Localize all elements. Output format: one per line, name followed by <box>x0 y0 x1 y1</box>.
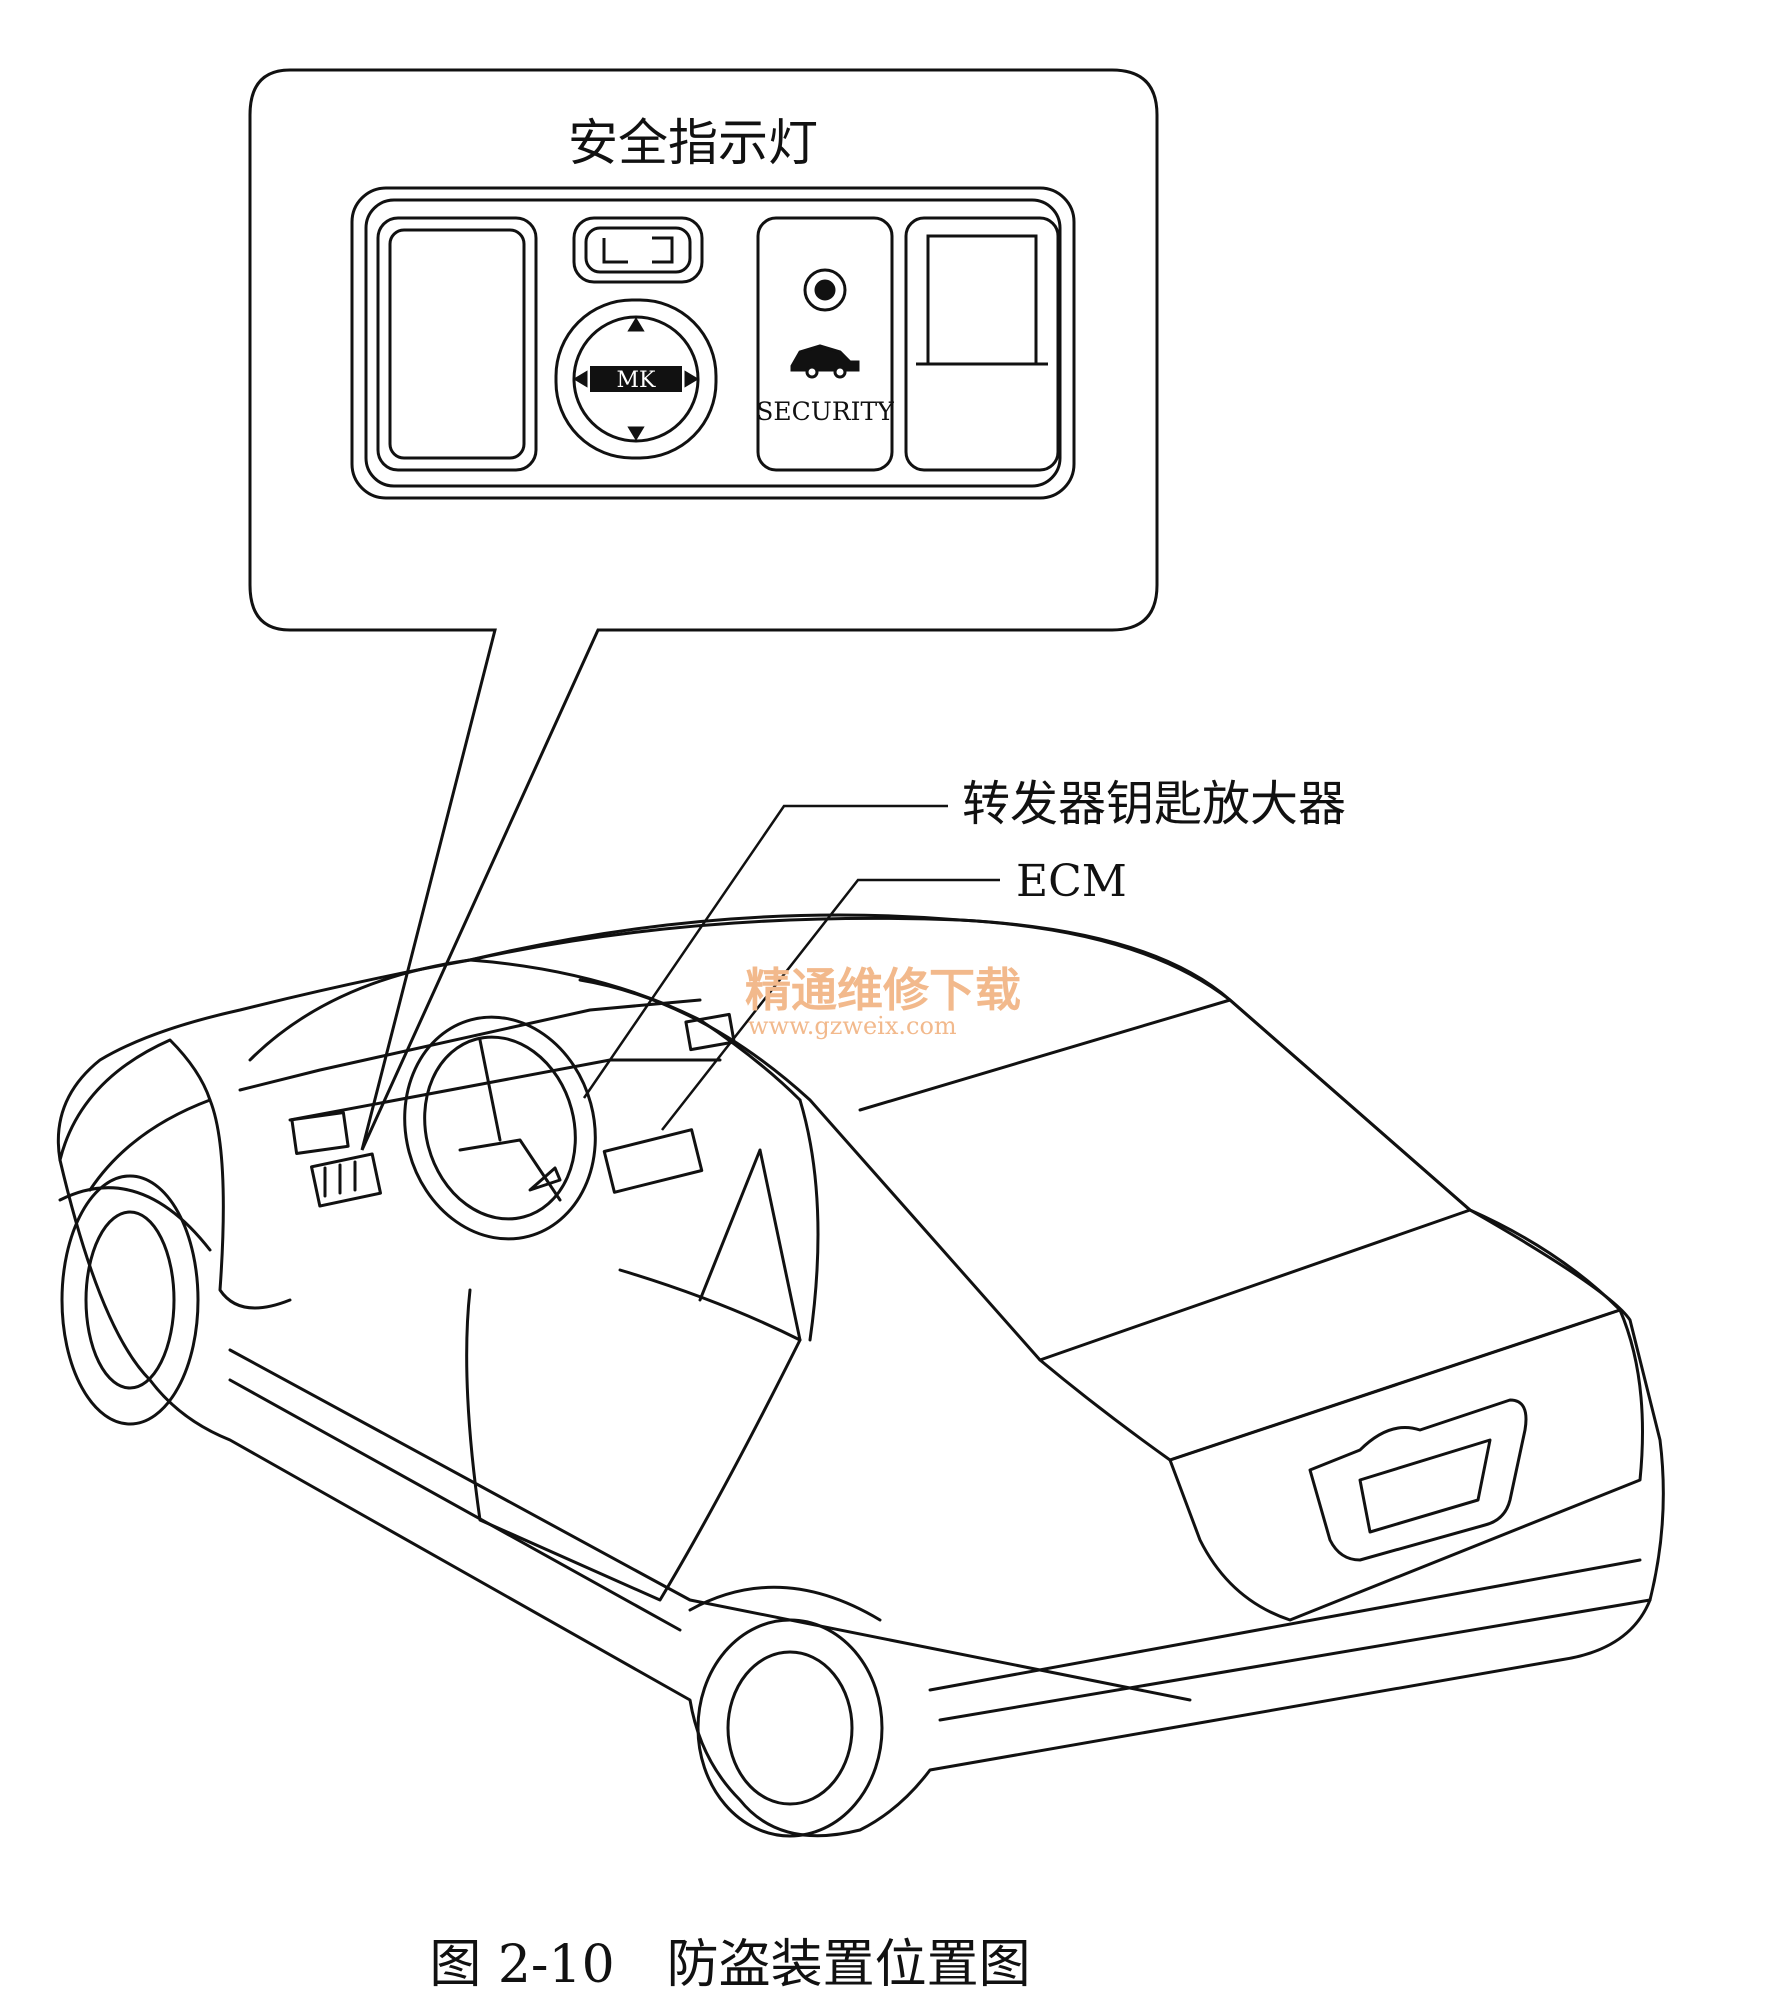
vent-right <box>684 1012 736 1052</box>
rear-bumper <box>928 1558 1652 1722</box>
car-illustration <box>56 913 1665 1838</box>
mirror-dial-label: MK <box>617 368 657 393</box>
watermark-url: www.gzweix.com <box>748 1012 957 1040</box>
front-wheel <box>58 1174 212 1426</box>
switch-panel: MK <box>350 186 1076 500</box>
center-console <box>602 1128 704 1194</box>
front-door <box>465 1268 802 1602</box>
indicator-callout <box>248 68 1159 1151</box>
mirror-select-switch <box>572 216 704 284</box>
hood <box>58 1038 212 1192</box>
door-window-frame <box>698 1148 802 1342</box>
license-plate <box>1358 1438 1492 1534</box>
rear-wheel <box>688 1585 884 1838</box>
watermark-text: 精通维修下载 <box>745 963 1021 1017</box>
callout-balloon <box>248 68 1159 1151</box>
security-led-icon <box>803 268 847 312</box>
transponder-leader <box>582 804 948 1099</box>
steering-wheel <box>403 1015 597 1241</box>
security-label: SECURITY <box>756 397 894 426</box>
front-fender <box>208 1098 292 1310</box>
ecm-leader <box>661 878 1000 1131</box>
ecm-label: ECM <box>1016 856 1127 907</box>
leader-lines <box>582 804 1000 1131</box>
transponder-label: 转发器钥匙放大器 <box>962 776 1346 832</box>
a-pillar <box>798 1098 820 1342</box>
instrument-switch-cluster <box>310 1152 382 1208</box>
ignition-key <box>528 1166 562 1192</box>
trunk-lid <box>1168 1308 1644 1622</box>
blank-switch-left <box>376 216 538 472</box>
figure-caption: 图 2-10 防盗装置位置图 <box>429 1935 1030 1995</box>
side-crease <box>228 1348 1192 1702</box>
vent-left <box>290 1111 350 1155</box>
mirror-adjust-dial <box>554 298 718 460</box>
license-plate-recess <box>1308 1398 1528 1562</box>
blank-switch-right <box>904 216 1060 472</box>
security-indicator <box>756 216 894 472</box>
windshield <box>248 958 802 1102</box>
dashboard <box>238 998 722 1122</box>
indicator-label: 安全指示灯 <box>568 114 818 172</box>
roof-side-line <box>858 998 1232 1112</box>
